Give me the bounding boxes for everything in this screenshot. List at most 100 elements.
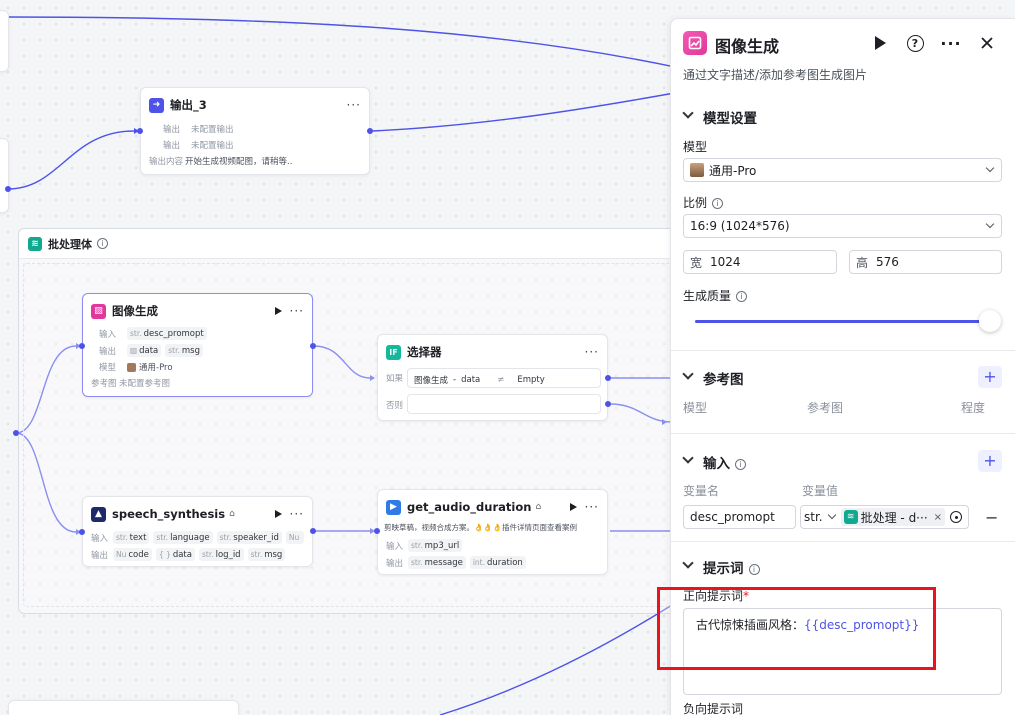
- remove-reference-icon[interactable]: ×: [933, 511, 943, 523]
- quality-slider-fill: [695, 320, 990, 323]
- input-chip: str.speaker_id: [216, 531, 282, 544]
- model-value: 通用-Pro: [709, 163, 757, 178]
- port[interactable]: [374, 528, 380, 534]
- panel-title: 图像生成: [715, 37, 780, 56]
- section-model-settings[interactable]: 模型设置: [703, 111, 757, 127]
- output-chip: int.duration: [469, 556, 526, 569]
- prompt-variable: {{desc_promopt}}: [804, 618, 920, 632]
- run-icon[interactable]: [569, 503, 577, 511]
- image-icon: ▨: [91, 303, 106, 319]
- input-chip: str.mp3_url: [408, 539, 463, 552]
- var-type-select[interactable]: str.: [804, 510, 823, 524]
- help-icon[interactable]: ?: [905, 33, 925, 53]
- partial-node-bottom[interactable]: [8, 700, 239, 715]
- port[interactable]: [605, 375, 611, 381]
- quality-slider-thumb[interactable]: [979, 310, 1001, 332]
- model-avatar: [127, 362, 136, 372]
- var-value-input[interactable]: str. ≋ 批处理 - d··· ×: [800, 505, 969, 529]
- output-chip: { }data: [155, 548, 195, 561]
- row-label: 输出: [91, 550, 109, 561]
- quality-slider-track[interactable]: [695, 320, 990, 323]
- row-value: 开始生成视频配图，请稍等..: [185, 157, 293, 167]
- port[interactable]: [5, 186, 11, 192]
- condition-right: Empty: [514, 373, 548, 386]
- condition-operator: ≠: [497, 374, 505, 385]
- node-title: 图像生成: [112, 304, 158, 318]
- section-reference[interactable]: 参考图: [703, 372, 744, 388]
- run-icon[interactable]: [274, 510, 282, 518]
- ratio-select[interactable]: 16:9 (1024*576): [683, 214, 1002, 238]
- else-box[interactable]: [407, 394, 601, 414]
- more-icon[interactable]: ···: [940, 33, 962, 53]
- node-description: 剪映草稿，视频合成方案。👌👌👌插件详情页面查看案例: [384, 523, 578, 532]
- chevron-down-icon[interactable]: [682, 557, 694, 569]
- more-icon[interactable]: ···: [584, 500, 599, 514]
- port[interactable]: [79, 529, 85, 535]
- node-title: 输出_3: [170, 98, 207, 112]
- chevron-down-icon[interactable]: [682, 452, 694, 464]
- condition-box[interactable]: 图像生成-data ≠ Empty: [407, 368, 601, 388]
- image-generation-icon: [683, 31, 707, 55]
- input-chip: str.desc_promopt: [127, 327, 207, 340]
- ref-col-strength: 程度: [961, 401, 986, 415]
- add-input-button[interactable]: +: [978, 450, 1002, 472]
- port[interactable]: [605, 401, 611, 407]
- output-3-node[interactable]: ➜ 输出_3 ··· 输出未配置输出 输出未配置输出 输出内容开始生成视频配图，…: [140, 87, 370, 175]
- get-audio-duration-node[interactable]: ▶ get_audio_duration ⌂ ··· 剪映草稿，视频合成方案。👌…: [377, 489, 608, 575]
- var-name-input[interactable]: desc_promopt: [683, 505, 796, 529]
- add-reference-button[interactable]: +: [978, 366, 1002, 388]
- run-button[interactable]: [870, 33, 890, 53]
- remove-input-button[interactable]: −: [985, 508, 999, 527]
- more-icon[interactable]: ···: [584, 345, 599, 359]
- row-value: 未配置输出: [191, 125, 234, 135]
- partial-node-top[interactable]: [0, 10, 9, 72]
- batch-icon: ≋: [843, 510, 858, 524]
- model-select[interactable]: 通用-Pro: [683, 158, 1002, 182]
- chevron-down-icon[interactable]: [682, 107, 694, 119]
- panel-description: 通过文字描述/添加参考图生成图片: [683, 68, 868, 82]
- port[interactable]: [13, 430, 19, 436]
- chevron-down-icon[interactable]: [682, 368, 694, 380]
- port[interactable]: [137, 128, 143, 134]
- selector-node[interactable]: IF 选择器 ··· 如果 图像生成-data ≠ Empty 否则: [377, 334, 608, 421]
- info-icon[interactable]: i: [736, 291, 748, 302]
- positive-prompt-input[interactable]: 古代惊悚插画风格：{{desc_promopt}}: [683, 608, 1002, 695]
- chevron-down-icon[interactable]: [827, 510, 836, 520]
- info-icon[interactable]: i: [712, 198, 724, 209]
- speech-icon: ▲: [91, 506, 106, 522]
- row-label: 输入: [91, 533, 109, 544]
- chevron-down-icon: [985, 219, 995, 229]
- port[interactable]: [367, 128, 373, 134]
- input-chip: str.text: [113, 531, 150, 544]
- speech-synthesis-node[interactable]: ▲ speech_synthesis ⌂ ··· 输入 str.text str…: [82, 496, 313, 567]
- more-icon[interactable]: ···: [289, 507, 304, 521]
- info-icon[interactable]: i: [735, 459, 746, 470]
- if-label: 如果: [386, 374, 404, 384]
- group-title: 批处理体: [48, 237, 92, 251]
- output-chip: ▨data: [127, 344, 162, 357]
- port[interactable]: [310, 528, 316, 534]
- info-icon[interactable]: i: [748, 564, 760, 575]
- info-icon[interactable]: i: [97, 238, 108, 249]
- more-icon[interactable]: ···: [346, 98, 361, 112]
- partial-node-mid[interactable]: [0, 138, 9, 213]
- row-value: 通用-Pro: [139, 363, 173, 373]
- model-avatar: [690, 163, 704, 177]
- row-value: 未配置输出: [191, 141, 234, 151]
- batch-icon: ≋: [28, 236, 42, 251]
- audio-icon: ▶: [386, 499, 401, 515]
- port[interactable]: [310, 343, 316, 349]
- run-icon[interactable]: [274, 307, 282, 315]
- row-label: 输出内容: [149, 157, 184, 167]
- output-chip: str.message: [408, 556, 466, 569]
- close-icon[interactable]: [977, 33, 997, 53]
- target-icon[interactable]: [950, 511, 962, 523]
- port[interactable]: [79, 343, 85, 349]
- more-icon[interactable]: ···: [289, 304, 304, 318]
